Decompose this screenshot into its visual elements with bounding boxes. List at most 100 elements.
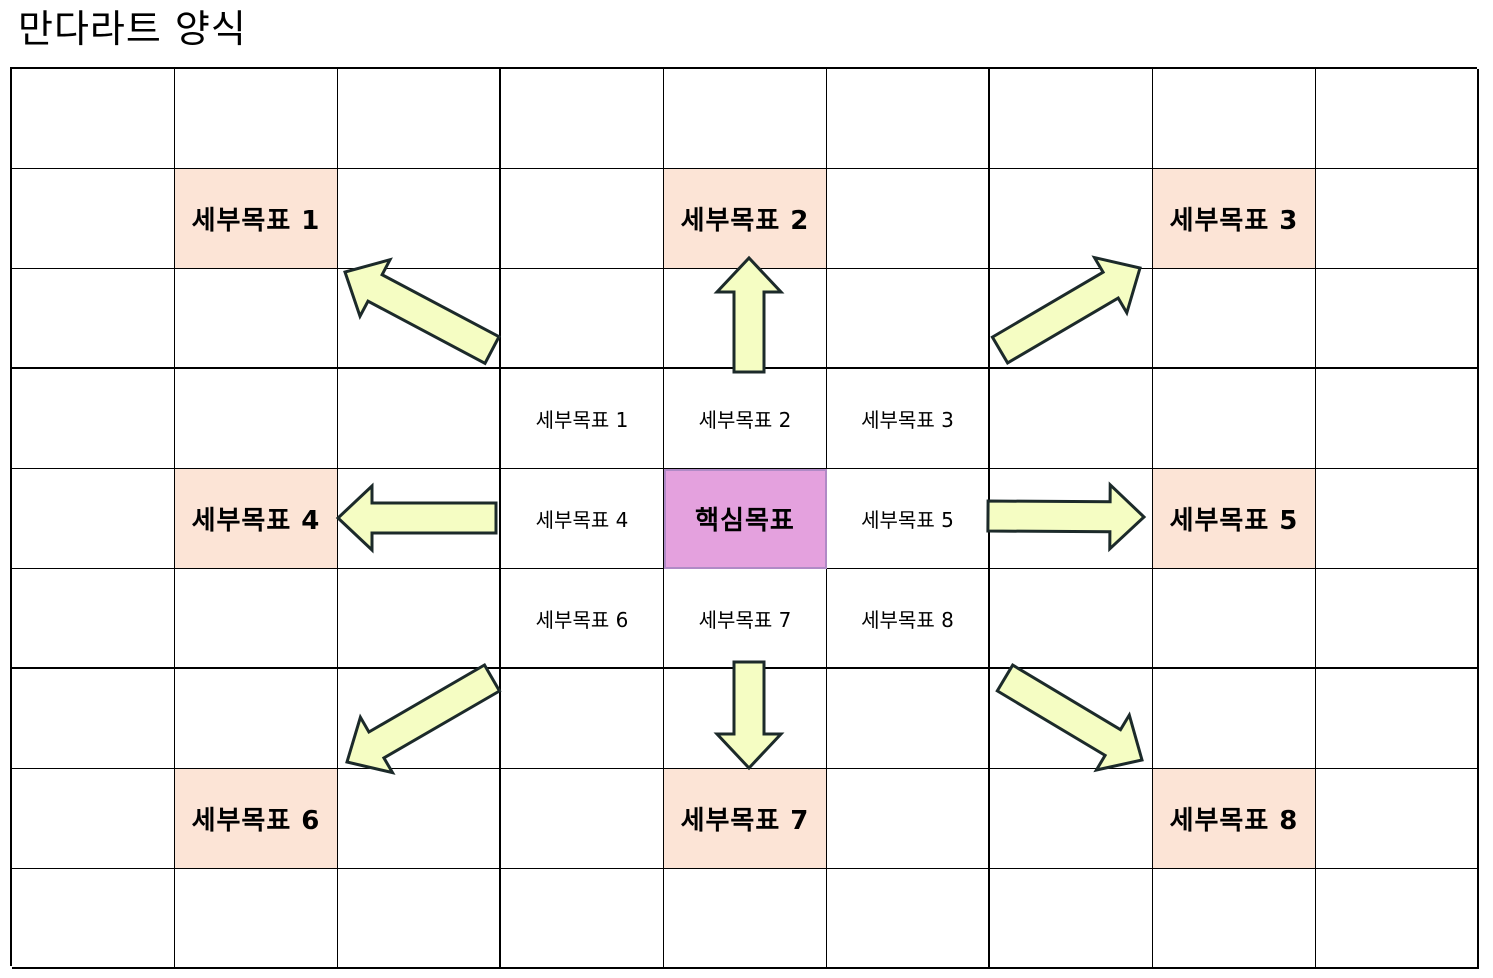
empty-cell[interactable]	[1316, 169, 1479, 269]
empty-cell[interactable]	[338, 569, 501, 669]
empty-cell[interactable]	[1153, 569, 1316, 669]
inner-sub-goal-cell-8[interactable]: 세부목표 8	[827, 569, 990, 669]
inner-sub-goal-label: 세부목표 2	[698, 408, 792, 432]
core-goal-label: 핵심목표	[695, 506, 795, 536]
empty-cell[interactable]	[827, 869, 990, 969]
empty-cell[interactable]	[1316, 469, 1479, 569]
outer-sub-goal-label: 세부목표 2	[680, 206, 810, 236]
empty-cell[interactable]	[1316, 569, 1479, 669]
empty-cell[interactable]	[12, 269, 175, 369]
outer-sub-goal-label: 세부목표 5	[1169, 506, 1299, 536]
empty-cell[interactable]	[12, 69, 175, 169]
empty-cell[interactable]	[1153, 669, 1316, 769]
empty-cell[interactable]	[1153, 69, 1316, 169]
empty-cell[interactable]	[338, 669, 501, 769]
empty-cell[interactable]	[827, 69, 990, 169]
empty-cell[interactable]	[175, 69, 338, 169]
empty-cell[interactable]	[664, 669, 827, 769]
empty-cell[interactable]	[990, 569, 1153, 669]
empty-cell[interactable]	[12, 769, 175, 869]
inner-sub-goal-label: 세부목표 1	[535, 408, 629, 432]
empty-cell[interactable]	[1316, 269, 1479, 369]
empty-cell[interactable]	[338, 369, 501, 469]
inner-sub-goal-cell-1[interactable]: 세부목표 1	[501, 369, 664, 469]
page-title: 만다라트 양식	[18, 7, 247, 51]
empty-cell[interactable]	[1316, 369, 1479, 469]
empty-cell[interactable]	[12, 469, 175, 569]
outer-sub-goal-cell-2[interactable]: 세부목표 2	[664, 169, 827, 269]
empty-cell[interactable]	[1316, 769, 1479, 869]
empty-cell[interactable]	[338, 169, 501, 269]
core-goal-cell[interactable]: 핵심목표	[664, 469, 827, 569]
empty-cell[interactable]	[501, 169, 664, 269]
inner-sub-goal-label: 세부목표 6	[535, 607, 629, 632]
mandalart-grid: 세부목표 1 세부목표 2 세부목표 3 세부목표 1 세부목표 2 세부목표 3 세부목표…	[10, 67, 1479, 969]
inner-sub-goal-cell-4[interactable]: 세부목표 4	[501, 469, 664, 569]
empty-cell[interactable]	[338, 269, 501, 369]
empty-cell[interactable]	[175, 669, 338, 769]
empty-cell[interactable]	[990, 369, 1153, 469]
empty-cell[interactable]	[827, 769, 990, 869]
empty-cell[interactable]	[827, 669, 990, 769]
inner-sub-goal-cell-2[interactable]: 세부목표 2	[664, 369, 827, 469]
empty-cell[interactable]	[827, 169, 990, 269]
empty-cell[interactable]	[990, 669, 1153, 769]
inner-sub-goal-label: 세부목표 7	[698, 607, 792, 632]
empty-cell[interactable]	[664, 869, 827, 969]
empty-cell[interactable]	[990, 269, 1153, 369]
empty-cell[interactable]	[175, 269, 338, 369]
inner-sub-goal-cell-6[interactable]: 세부목표 6	[501, 569, 664, 669]
empty-cell[interactable]	[12, 869, 175, 969]
inner-sub-goal-cell-5[interactable]: 세부목표 5	[827, 469, 990, 569]
outer-sub-goal-label: 세부목표 4	[191, 506, 321, 536]
empty-cell[interactable]	[990, 769, 1153, 869]
empty-cell[interactable]	[338, 69, 501, 169]
outer-sub-goal-cell-8[interactable]: 세부목표 8	[1153, 769, 1316, 869]
empty-cell[interactable]	[501, 769, 664, 869]
empty-cell[interactable]	[501, 69, 664, 169]
empty-cell[interactable]	[338, 469, 501, 569]
empty-cell[interactable]	[338, 769, 501, 869]
empty-cell[interactable]	[12, 369, 175, 469]
empty-cell[interactable]	[175, 369, 338, 469]
empty-cell[interactable]	[501, 269, 664, 369]
inner-sub-goal-label: 세부목표 4	[535, 508, 629, 532]
empty-cell[interactable]	[990, 869, 1153, 969]
empty-cell[interactable]	[501, 669, 664, 769]
empty-cell[interactable]	[1316, 69, 1479, 169]
outer-sub-goal-cell-6[interactable]: 세부목표 6	[175, 769, 338, 869]
empty-cell[interactable]	[12, 669, 175, 769]
outer-sub-goal-cell-4[interactable]: 세부목표 4	[175, 469, 338, 569]
outer-sub-goal-label: 세부목표 3	[1169, 206, 1299, 236]
empty-cell[interactable]	[175, 569, 338, 669]
outer-sub-goal-label: 세부목표 1	[191, 206, 321, 236]
empty-cell[interactable]	[1153, 369, 1316, 469]
inner-sub-goal-label: 세부목표 8	[861, 607, 954, 632]
empty-cell[interactable]	[1316, 869, 1479, 969]
outer-sub-goal-cell-3[interactable]: 세부목표 3	[1153, 169, 1316, 269]
empty-cell[interactable]	[12, 169, 175, 269]
outer-sub-goal-label: 세부목표 7	[680, 806, 810, 836]
empty-cell[interactable]	[990, 69, 1153, 169]
outer-sub-goal-cell-7[interactable]: 세부목표 7	[664, 769, 827, 869]
empty-cell[interactable]	[990, 469, 1153, 569]
empty-cell[interactable]	[827, 269, 990, 369]
empty-cell[interactable]	[664, 69, 827, 169]
outer-sub-goal-label: 세부목표 6	[191, 806, 321, 836]
empty-cell[interactable]	[1153, 269, 1316, 369]
inner-sub-goal-cell-7[interactable]: 세부목표 7	[664, 569, 827, 669]
outer-sub-goal-cell-1[interactable]: 세부목표 1	[175, 169, 338, 269]
empty-cell[interactable]	[12, 569, 175, 669]
empty-cell[interactable]	[990, 169, 1153, 269]
empty-cell[interactable]	[175, 869, 338, 969]
outer-sub-goal-label: 세부목표 8	[1169, 806, 1299, 836]
outer-sub-goal-cell-5[interactable]: 세부목표 5	[1153, 469, 1316, 569]
inner-sub-goal-label: 세부목표 5	[861, 508, 954, 532]
inner-sub-goal-label: 세부목표 3	[861, 408, 954, 432]
empty-cell[interactable]	[338, 869, 501, 969]
empty-cell[interactable]	[1316, 669, 1479, 769]
empty-cell[interactable]	[1153, 869, 1316, 969]
empty-cell[interactable]	[501, 869, 664, 969]
inner-sub-goal-cell-3[interactable]: 세부목표 3	[827, 369, 990, 469]
empty-cell[interactable]	[664, 269, 827, 369]
